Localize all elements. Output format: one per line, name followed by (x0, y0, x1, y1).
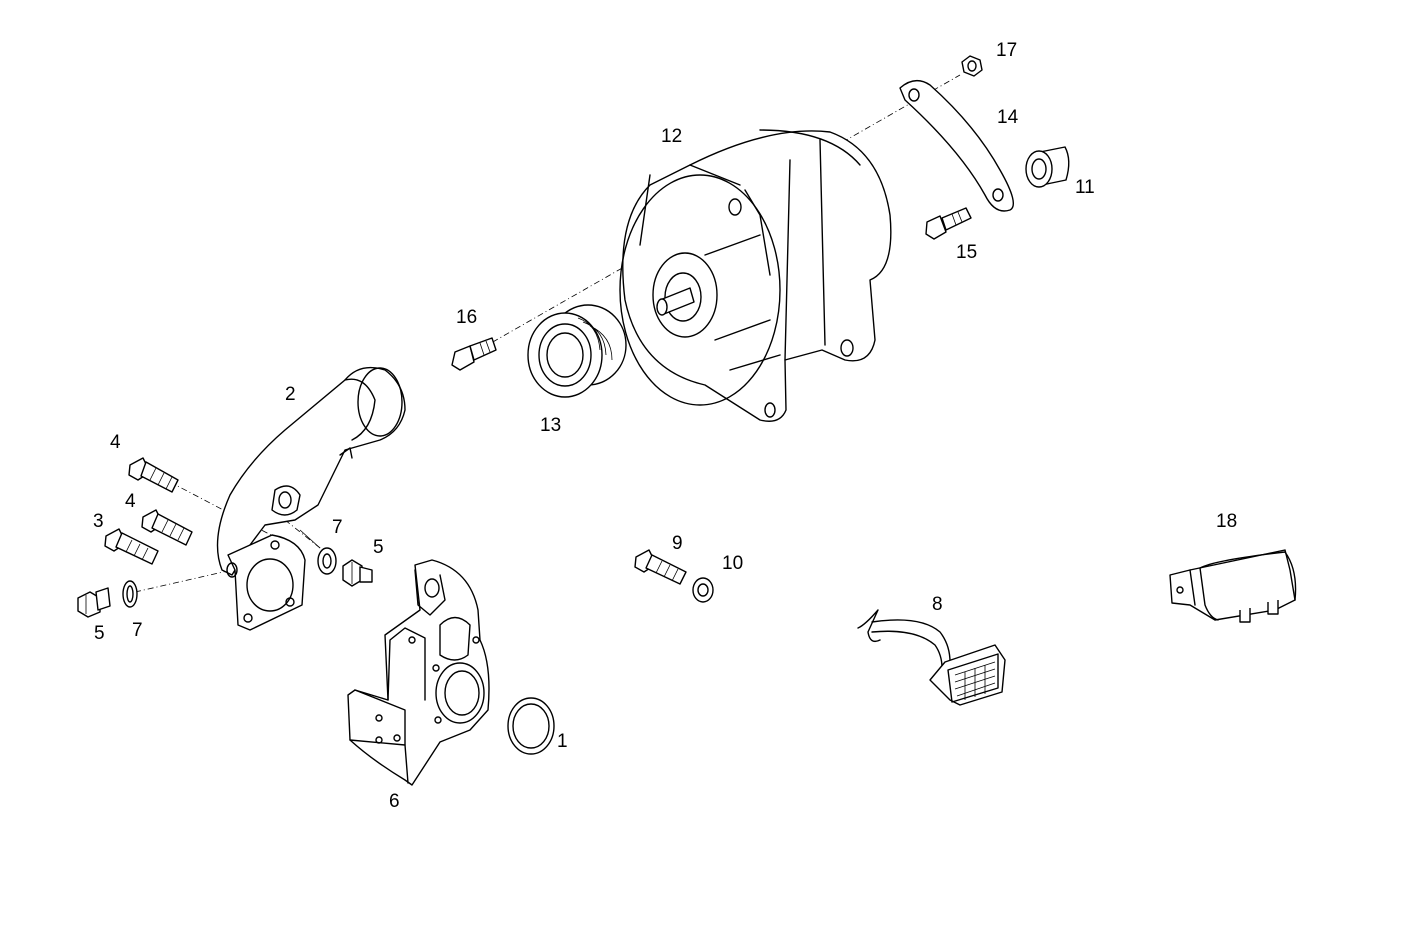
pulley[interactable] (527, 304, 627, 398)
bolt-4-lower[interactable] (141, 509, 193, 546)
callout-6: 6 (389, 791, 400, 812)
wiring-harness-8[interactable] (857, 609, 1006, 706)
callout-12: 12 (661, 126, 682, 147)
callout-7-right: 7 (332, 517, 343, 538)
washer-7-left[interactable] (122, 580, 138, 608)
callout-7-left: 7 (132, 620, 143, 641)
bolt-16[interactable] (451, 337, 497, 371)
callout-18: 18 (1216, 511, 1237, 532)
fitting-5-right[interactable] (342, 559, 373, 587)
bolt-3[interactable] (104, 528, 159, 565)
nut-17[interactable] (961, 55, 983, 77)
leader-line (299, 529, 321, 549)
callout-5-left: 5 (94, 623, 105, 644)
callout-15: 15 (956, 242, 977, 263)
bushing-11[interactable] (1025, 146, 1070, 188)
mounting-bracket-6[interactable] (347, 559, 490, 786)
bolt-9[interactable] (634, 549, 687, 585)
callout-14: 14 (997, 107, 1019, 128)
pipe-2[interactable] (216, 366, 406, 631)
seal-ring-1[interactable] (507, 697, 555, 755)
bolt-15[interactable] (925, 207, 972, 240)
callout-2: 2 (285, 384, 296, 405)
callout-3: 3 (93, 511, 104, 532)
callout-17: 17 (996, 40, 1017, 61)
washer-10[interactable] (692, 577, 714, 603)
bracket-14[interactable] (899, 80, 1014, 212)
callout-9: 9 (672, 533, 683, 554)
callout-11: 11 (1075, 177, 1095, 198)
alternator[interactable] (619, 129, 892, 422)
callout-8: 8 (932, 594, 943, 615)
washer-7-right[interactable] (317, 547, 337, 575)
callout-1: 1 (557, 731, 568, 752)
callout-16: 16 (456, 307, 477, 328)
fitting-5-left[interactable] (77, 587, 111, 618)
callout-4-lower: 4 (125, 491, 136, 512)
callout-labels: 1 2 3 4 4 5 5 6 7 7 8 9 10 11 12 13 14 1… (93, 40, 1237, 812)
callout-13: 13 (540, 415, 561, 436)
bolt-4-upper[interactable] (128, 457, 179, 493)
callout-10: 10 (722, 553, 743, 574)
callout-4-upper: 4 (110, 432, 121, 453)
callout-5-right: 5 (373, 537, 384, 558)
relay-18[interactable] (1169, 549, 1297, 623)
